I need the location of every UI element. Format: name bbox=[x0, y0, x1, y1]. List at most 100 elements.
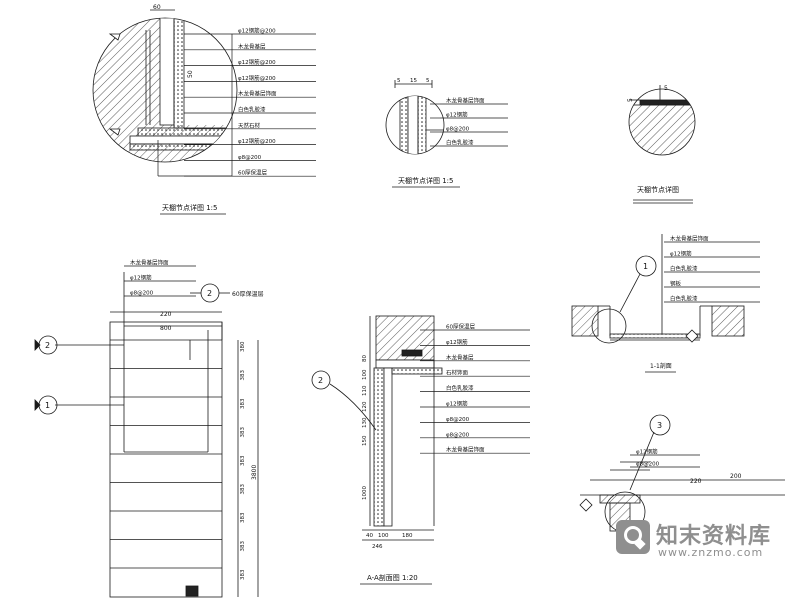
detail-b-dim-2: 5 bbox=[426, 78, 430, 84]
section-note-2: 木龙骨基层 bbox=[446, 353, 474, 361]
detail-c-caption: 天棚节点详图 bbox=[637, 185, 679, 194]
section-dim-left-6: 1000 bbox=[362, 486, 368, 500]
detail-a-note-9: 60厚保温层 bbox=[238, 169, 267, 177]
detail-e-zoom-circle bbox=[591, 308, 627, 344]
elevation-dim-800: 800 bbox=[160, 325, 172, 332]
detail-f-notes: φ12钢筋 φ8@200 bbox=[630, 448, 700, 468]
section-notes: 60厚保温层φ12钢筋木龙骨基层石材饰面白色乳胶漆φ12钢筋φ8@200φ8@2… bbox=[420, 323, 530, 454]
elevation-dim-right-2: 383 bbox=[240, 398, 246, 409]
detail-e bbox=[571, 234, 745, 344]
detail-a-note-2: φ12钢筋@200 bbox=[238, 58, 276, 66]
elevation-dim-right-6: 383 bbox=[240, 512, 246, 523]
elevation-dim-right-3: 383 bbox=[240, 427, 246, 438]
section-dim-left-0: 80 bbox=[362, 355, 368, 362]
watermark-logo-text: 知末资料库 bbox=[656, 524, 772, 549]
detail-b-notes: 木龙骨基层饰面 φ12钢筋 φ8@200 白色乳胶漆 bbox=[430, 97, 508, 147]
detail-e-note-3: 钢板 bbox=[670, 280, 682, 288]
section-callout bbox=[311, 370, 331, 390]
elevation-dim-right-4: 383 bbox=[240, 455, 246, 466]
elevation-total-dim: 3800 bbox=[251, 465, 258, 480]
detail-c bbox=[628, 85, 696, 156]
section-dim-left-5: 150 bbox=[362, 435, 368, 446]
section-dim-left-1: 100 bbox=[362, 369, 368, 380]
elevation-note-1: φ12钢筋 bbox=[130, 274, 152, 282]
elevation-side-note: 60厚保温层 bbox=[232, 290, 264, 298]
elevation-marker-2-label: 2 bbox=[45, 341, 50, 350]
elevation-top-callout-label: 2 bbox=[207, 289, 212, 298]
detail-a-note-6: 天然石材 bbox=[238, 121, 261, 129]
detail-a-note-3: φ12钢筋@200 bbox=[238, 74, 276, 82]
section-dim-bottom-3: 246 bbox=[372, 544, 383, 550]
detail-a-note-1: 木龙骨基层 bbox=[238, 42, 266, 50]
detail-b-note-2: φ8@200 bbox=[446, 127, 470, 133]
detail-e-callout-label: 1 bbox=[643, 262, 648, 271]
section-note-8: 木龙骨基层饰面 bbox=[446, 446, 485, 454]
detail-b-caption: 天棚节点详图 1:5 bbox=[398, 176, 454, 185]
detail-f-dim-2: 200 bbox=[730, 473, 742, 480]
detail-a-caption: 天棚节点详图 1:5 bbox=[162, 203, 218, 212]
elevation bbox=[34, 272, 259, 598]
watermark: 知末资料库 www.znzmo.com bbox=[612, 512, 792, 562]
detail-b-note-1: φ12钢筋 bbox=[446, 111, 468, 119]
elevation-dim-right-5: 383 bbox=[240, 484, 246, 495]
detail-e-note-0: 木龙骨基层饰面 bbox=[670, 235, 709, 243]
section-dim-left-4: 130 bbox=[362, 417, 368, 428]
detail-a-note-7: φ12钢筋@200 bbox=[238, 137, 276, 145]
section-dim-left-2: 110 bbox=[362, 385, 368, 396]
detail-a-dim-side: 50 bbox=[187, 70, 194, 78]
elevation-dim-220: 220 bbox=[160, 311, 172, 318]
detail-a-note-4: 木龙骨基层饰面 bbox=[238, 90, 277, 98]
section bbox=[311, 315, 443, 541]
watermark-logo-icon bbox=[616, 520, 650, 554]
elevation-dim-right-1: 383 bbox=[240, 370, 246, 381]
detail-e-note-4: 白色乳胶漆 bbox=[670, 295, 698, 303]
section-dim-bottom-2: 180 bbox=[402, 533, 413, 539]
detail-b-note-0: 木龙骨基层饰面 bbox=[446, 97, 485, 105]
detail-e-caption: 1-1剖面 bbox=[650, 362, 672, 370]
elevation-dim-right-8: 383 bbox=[240, 569, 246, 580]
detail-a-dim-top: 60 bbox=[153, 4, 161, 11]
section-note-6: φ8@200 bbox=[446, 417, 470, 423]
elevation-frame bbox=[109, 321, 223, 598]
section-note-3: 石材饰面 bbox=[446, 369, 469, 377]
section-dims-left: 80 100 110 120 130 150 1000 bbox=[362, 355, 368, 500]
section-caption: A-A剖面图 1:20 bbox=[367, 573, 418, 582]
elevation-dim-right-7: 383 bbox=[240, 541, 246, 552]
detail-c-dim-side: 5 bbox=[627, 98, 634, 102]
section-dim-bottom-1: 100 bbox=[378, 533, 389, 539]
section-dims-bottom: 40 100 180 246 bbox=[366, 533, 413, 550]
elevation-dims: 380 383 383 383 383 383 383 383 383 bbox=[240, 341, 246, 580]
detail-a-note-0: φ12钢筋@200 bbox=[238, 27, 276, 35]
detail-f-note-0: φ12钢筋 bbox=[636, 448, 658, 456]
detail-a bbox=[92, 9, 238, 177]
detail-c-dim-top: 5 bbox=[664, 85, 668, 92]
section-note-5: φ12钢筋 bbox=[446, 400, 468, 408]
detail-f-callout bbox=[649, 414, 671, 436]
detail-b-note-3: 白色乳胶漆 bbox=[446, 139, 474, 147]
watermark-url: www.znzmo.com bbox=[658, 546, 764, 559]
section-note-1: φ12钢筋 bbox=[446, 338, 468, 346]
section-note-7: φ8@200 bbox=[446, 432, 470, 438]
detail-b-dim-1: 15 bbox=[410, 78, 417, 84]
detail-e-note-1: φ12钢筋 bbox=[670, 250, 692, 258]
elevation-note-2: φ8@200 bbox=[130, 291, 154, 297]
elevation-note-0: 木龙骨基层饰面 bbox=[130, 259, 169, 267]
elevation-notes: 木龙骨基层饰面 φ12钢筋 φ8@200 bbox=[124, 259, 196, 297]
section-callout-label: 2 bbox=[318, 376, 323, 385]
detail-a-notes: φ12钢筋@200 木龙骨基层 φ12钢筋@200 φ12钢筋@200 木龙骨基层饰面白… bbox=[184, 27, 316, 177]
section-dim-left-3: 120 bbox=[362, 401, 368, 412]
detail-b-dim-0: 5 bbox=[397, 78, 401, 84]
detail-f-callout-label: 3 bbox=[657, 421, 662, 430]
detail-e-note-2: 白色乳胶漆 bbox=[670, 265, 698, 273]
elevation-dim-right-0: 380 bbox=[240, 341, 246, 352]
section-dim-bottom-0: 40 bbox=[366, 533, 373, 539]
detail-b bbox=[385, 80, 445, 155]
elevation-marker-1-label: 1 bbox=[45, 401, 50, 410]
section-note-4: 白色乳胶漆 bbox=[446, 384, 474, 392]
detail-f-note-1: φ8@200 bbox=[636, 462, 660, 468]
detail-b-dims: 5 15 5 bbox=[397, 78, 430, 84]
detail-a-note-5: 白色乳胶漆 bbox=[238, 106, 266, 114]
